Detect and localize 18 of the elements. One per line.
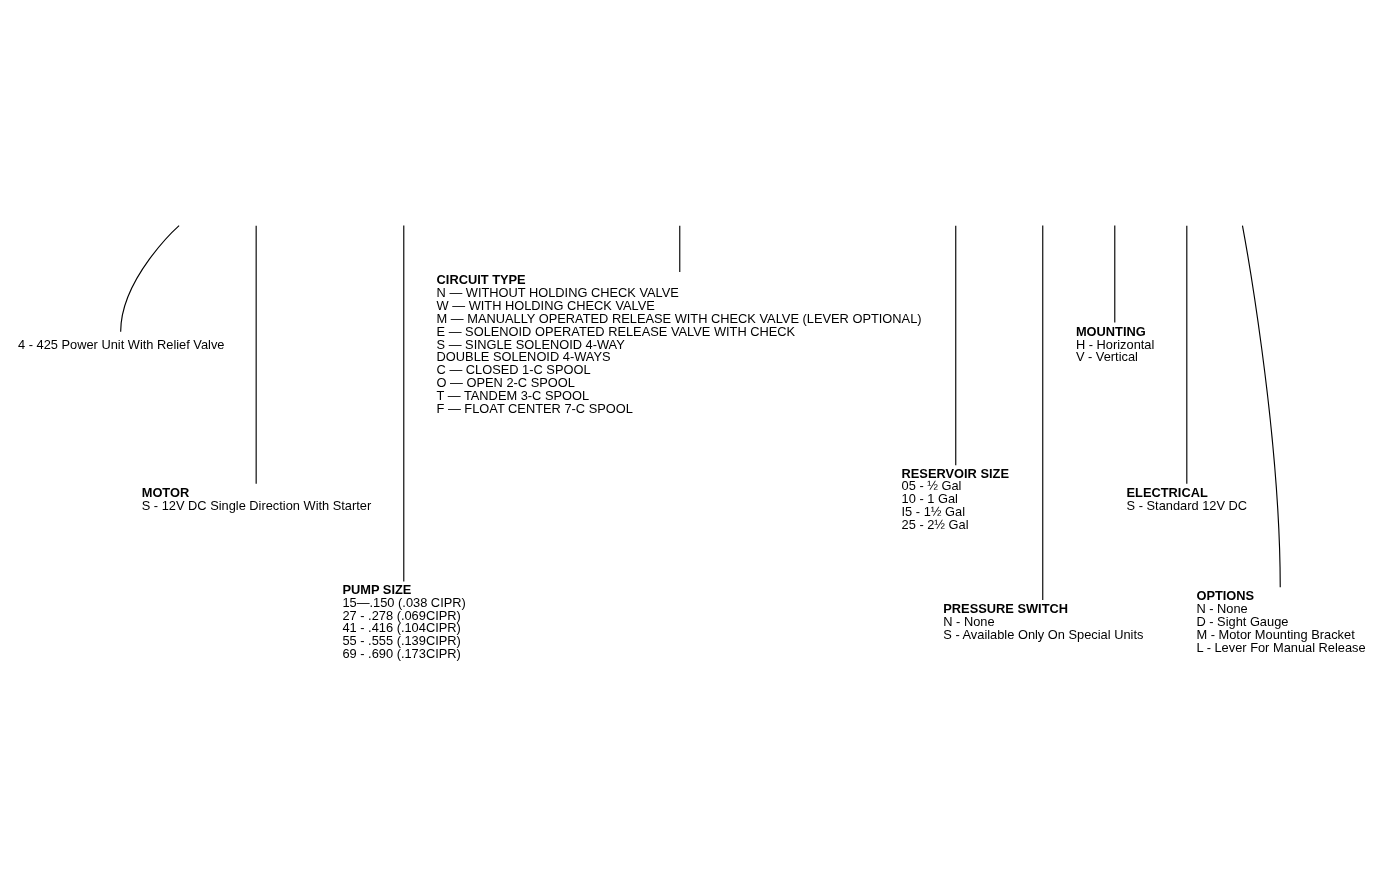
connector	[255, 224, 257, 484]
node-text: PRESSURE SWITCH N - None S - Available Only On Special Units	[943, 600, 1144, 642]
node-text: RESERVOIR SIZE 05 - ½ Gal 10 - 1 Gal I5 - 1½ Gal 25 - 2½ Gal	[901, 465, 1009, 532]
node-text: MOUNTING H - Horizontal V - Vertical	[1075, 323, 1155, 364]
connector	[955, 224, 957, 466]
node-text: 4 - 425 Power Unit With Relief Valve	[17, 336, 225, 352]
connector	[679, 224, 681, 272]
connector	[1241, 224, 1281, 588]
connector	[1114, 224, 1116, 323]
connector	[403, 224, 405, 582]
node-text: CIRCUIT TYPE N — WITHOUT HOLDING CHECK VALVE W — WITH HOLDING CHECK VALVE M — MANUALLY OPERATED RELEASE WITH CHECK VALVE (LEVER OPTIONAL) E — SOLENOID OPERATED RELEASE VALVE WITH CHECK S — SINGLE SOLENOID 4-WAY DOUBLE SOLENOID 4-WAYS C — CLOSED 1-C SPOOL O — OPEN 2-C SPOOL T — TANDEM 3-C SPOOL F — FLOAT CENTER 7-C SPOOL	[436, 271, 922, 416]
node-text: MOTOR S - 12V DC Single Direction With Starter	[141, 484, 372, 513]
node-text: PUMP SIZE 15—.150 (.038 CIPR) 27 - .278 (.069CIPR) 41 - .416 (.104CIPR) 55 - .555 (.139CIPR) 69 - .690 (.173CIPR)	[342, 581, 466, 661]
node-text: OPTIONS N - None D - Sight Gauge M - Motor Mounting Bracket L - Lever For Manual Release	[1196, 587, 1366, 655]
connector	[1186, 224, 1188, 484]
connector	[1042, 224, 1044, 601]
node-text: ELECTRICAL S - Standard 12V DC	[1126, 484, 1248, 513]
connector	[120, 224, 180, 332]
